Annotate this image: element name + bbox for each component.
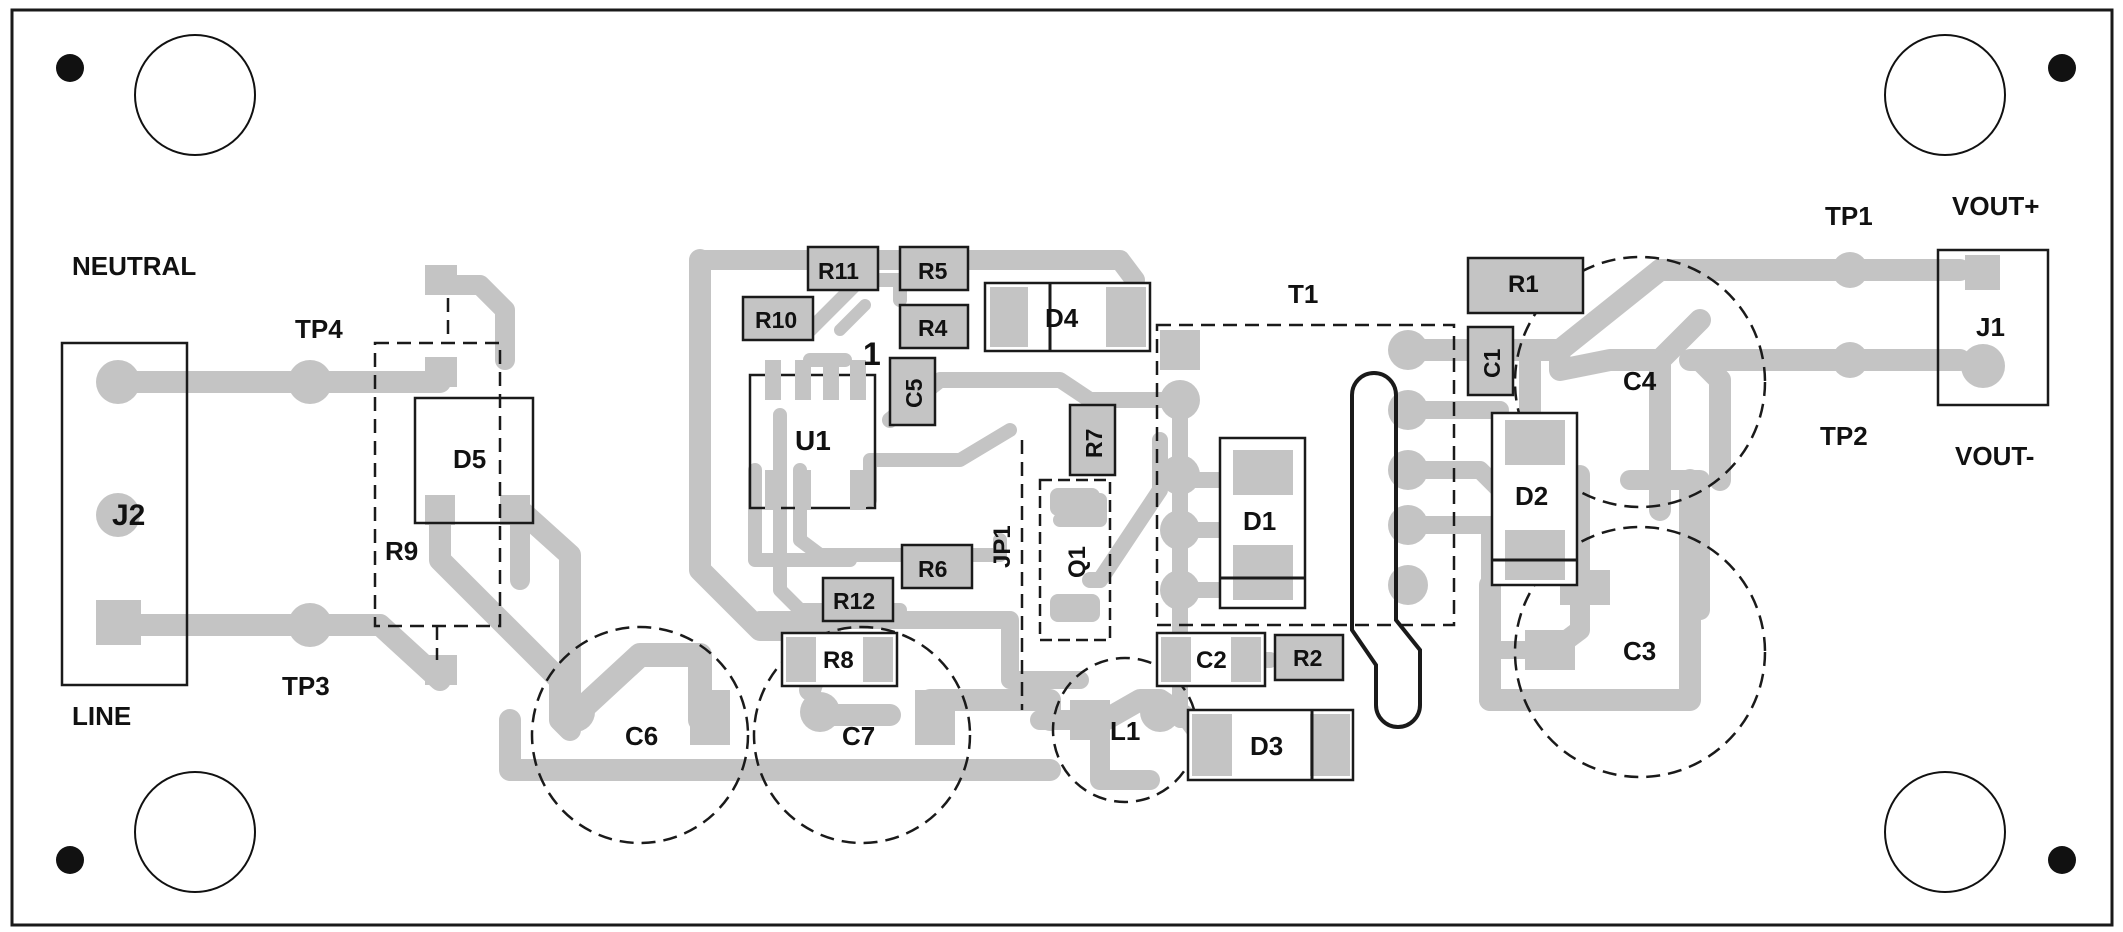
r4-label: R4 — [918, 315, 948, 341]
r5-label: R5 — [918, 258, 948, 284]
smd-parts — [741, 245, 1585, 682]
tp2-label: TP2 — [1820, 421, 1868, 451]
mounting-hole-icon — [134, 34, 256, 156]
r1-part — [1466, 256, 1585, 315]
r2-label: R2 — [1293, 645, 1322, 671]
l1-label: L1 — [1110, 716, 1140, 746]
tp1-label: TP1 — [1825, 201, 1873, 231]
silkscreen-text: NEUTRAL LINE TP4 TP3 J2 R9 D5 C6 C7 U1 1… — [72, 191, 2039, 761]
fiducial-icon — [56, 846, 84, 874]
tp4-label: TP4 — [295, 314, 343, 344]
q1-pads — [1050, 488, 1100, 622]
pad-icon — [96, 360, 140, 404]
u1-pins — [765, 360, 866, 510]
vout-pos-label: VOUT+ — [1952, 191, 2039, 221]
fiducial-icon — [2048, 846, 2076, 874]
r10-label: R10 — [755, 307, 797, 333]
pad-icon — [288, 360, 332, 404]
d3-label: D3 — [1250, 731, 1283, 761]
r11-label: R11 — [818, 258, 859, 284]
q1-outline — [1038, 478, 1112, 642]
vout-neg-label: VOUT- — [1955, 441, 2034, 471]
pin1-label: 1 — [863, 336, 881, 372]
r12-part — [821, 576, 895, 623]
c2-label: C2 — [1196, 647, 1227, 674]
board-outline — [10, 8, 2114, 927]
r7-part — [1068, 403, 1117, 477]
r6-label: R6 — [918, 556, 947, 582]
pad-icon — [96, 600, 141, 645]
mounting-hole-icon — [1884, 34, 2006, 156]
r4-part — [898, 303, 970, 350]
r10-part — [741, 295, 815, 342]
c6-outline — [530, 625, 750, 845]
d4-diode — [983, 281, 1152, 353]
r7-label: R7 — [1081, 429, 1107, 458]
u1-outline — [748, 373, 877, 510]
d5-outline — [413, 396, 535, 525]
c1-part — [1466, 325, 1515, 397]
c7-label: C7 — [842, 721, 875, 751]
jp1-label: JP1 — [989, 525, 1016, 568]
c6-label: C6 — [625, 721, 658, 751]
mounting-hole-icon — [134, 771, 256, 893]
r6-part — [900, 543, 974, 590]
c7-outline — [752, 625, 972, 845]
j2-label: J2 — [112, 499, 145, 532]
d2-label: D2 — [1515, 481, 1548, 511]
neutral-label: NEUTRAL — [72, 251, 196, 281]
q1-label: Q1 — [1064, 546, 1091, 578]
tp3-label: TP3 — [282, 671, 330, 701]
j2-outline — [60, 341, 189, 687]
c3-outline — [1513, 525, 1767, 779]
fiducial-icon — [2048, 54, 2076, 82]
d1-diode — [1218, 436, 1307, 610]
c3-label: C3 — [1623, 636, 1656, 666]
line-label: LINE — [72, 701, 131, 731]
c4-outline — [1513, 255, 1767, 509]
j1-outline — [1936, 248, 2050, 407]
d2-diode — [1490, 411, 1579, 587]
u1-label: U1 — [795, 425, 831, 456]
r2-part — [1273, 633, 1345, 682]
d4-label: D4 — [1045, 303, 1079, 333]
r5-part — [898, 245, 970, 292]
pad-icon — [288, 603, 332, 647]
t1-label: T1 — [1288, 279, 1318, 309]
c4-label: C4 — [1623, 366, 1657, 396]
fiducial-icon — [56, 54, 84, 82]
d5-label: D5 — [453, 444, 486, 474]
t1-outline — [1155, 323, 1456, 627]
c1-label: C1 — [1479, 348, 1505, 378]
r1-label: R1 — [1508, 271, 1539, 298]
c5-label: C5 — [901, 378, 927, 408]
isolation-slot — [1350, 371, 1422, 729]
r8-label: R8 — [823, 647, 854, 674]
r12-label: R12 — [833, 588, 875, 614]
d3-diode — [1186, 708, 1355, 782]
r9-label: R9 — [385, 536, 418, 566]
j1-label: J1 — [1976, 312, 2005, 342]
mounting-hole-icon — [1884, 771, 2006, 893]
pad-icon — [96, 493, 140, 537]
c5-part — [888, 356, 937, 427]
r11-part — [806, 245, 880, 292]
d1-label: D1 — [1243, 506, 1276, 536]
